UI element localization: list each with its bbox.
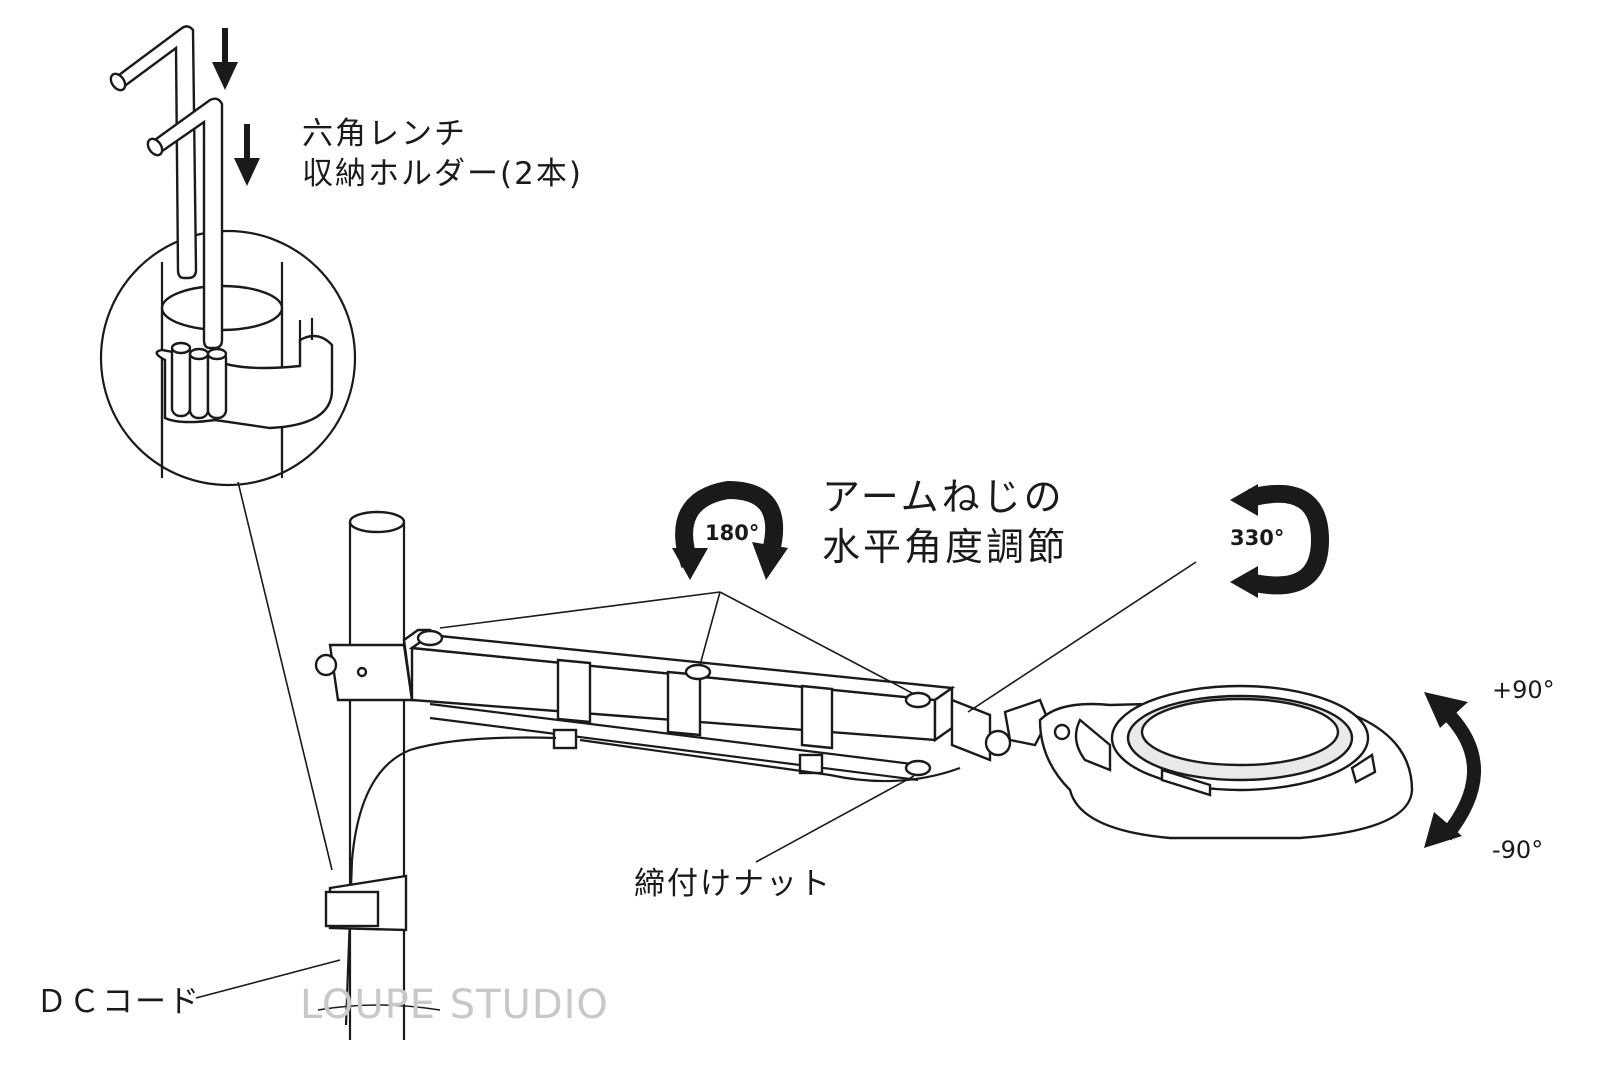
tilt-minus-label: -90° <box>1492 836 1543 864</box>
detail-circle <box>99 229 357 487</box>
cord-clip <box>324 874 408 932</box>
articulated-arm <box>314 628 1050 782</box>
detail-leader-line <box>237 481 333 871</box>
arm-screw-label-line2: 水平角度調節 <box>822 525 1068 569</box>
tilt-plus-label: +90° <box>1492 676 1555 704</box>
magnifier-head <box>1038 684 1414 840</box>
tightening-nut-label: 締付けナット <box>634 866 832 902</box>
arm-screw-leader-lines <box>439 591 913 694</box>
rotate-180-label: 180° <box>705 521 759 545</box>
hex-wrenches <box>109 25 224 350</box>
dc-cord-label: ＤＣコード <box>36 984 201 1020</box>
down-arrow-icon <box>234 124 260 186</box>
down-arrow-icon <box>212 28 238 90</box>
dc-cord-leader-line <box>195 959 341 999</box>
rotate-330-arrow-icon <box>1230 484 1330 598</box>
dc-cord <box>344 736 557 1026</box>
watermark: LOUPE STUDIO <box>300 982 609 1028</box>
rotate-180-arrow-icon <box>672 480 788 580</box>
arm-screw-label-line1: アームねじの <box>822 475 1065 519</box>
wrench-holder-label-line2: 収納ホルダー(2本) <box>302 156 583 192</box>
head-joint-leader-line <box>967 561 1197 713</box>
wrench-holder-detail <box>99 229 357 487</box>
mounting-pole <box>317 510 441 1040</box>
wrench-holder-label-line1: 六角レンチ <box>302 116 467 152</box>
tightening-nut-leader-line <box>755 775 915 863</box>
rotate-330-label: 330° <box>1230 526 1284 550</box>
tilt-arrow-icon <box>1424 692 1481 848</box>
